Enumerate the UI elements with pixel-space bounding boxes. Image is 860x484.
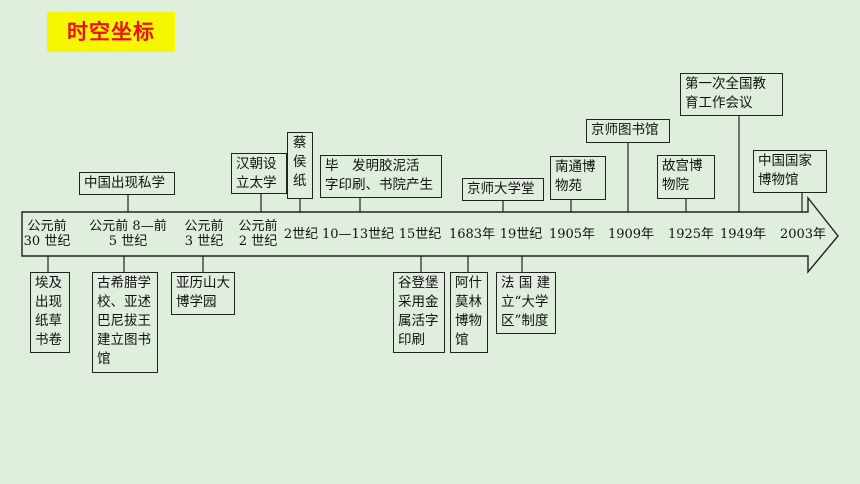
- event-box-above: 中国出现私学: [79, 172, 175, 195]
- event-box-above: 第一次全国教 育工作会议: [680, 73, 783, 116]
- axis-label: 公元前 30 世纪: [23, 219, 71, 249]
- section-title-badge: 时空坐标: [47, 12, 175, 52]
- axis-label: 1925年: [667, 227, 715, 242]
- event-box-above: 京师图书馆: [586, 119, 670, 143]
- event-box-below: 谷登堡 采用金 属活字 印刷: [393, 272, 445, 353]
- axis-label: 19世纪: [499, 227, 543, 242]
- axis-label: 10—13世纪: [322, 227, 395, 242]
- axis-label: 1909年: [607, 227, 655, 242]
- axis-label: 公元前 3 世纪: [184, 219, 224, 249]
- event-box-below: 阿什 莫林 博物 馆: [450, 272, 488, 353]
- timeline-arrow: [21, 195, 839, 274]
- event-box-above: 蔡 侯 纸: [287, 132, 313, 199]
- connector-lines: [47, 116, 803, 272]
- event-box-above: 中国国家 博物馆: [753, 150, 827, 193]
- axis-label: 2003年: [779, 227, 827, 242]
- event-box-above: 故宫博 物院: [657, 155, 715, 199]
- axis-label: 15世纪: [398, 227, 442, 242]
- axis-label: 公元前 2 世纪: [238, 219, 278, 249]
- event-box-below: 亚历山大 博学园: [171, 272, 235, 315]
- axis-label: 2世纪: [283, 227, 319, 242]
- event-box-below: 法 国 建 立“大学 区”制度: [496, 272, 556, 334]
- event-box-below: 埃及 出现 纸草 书卷: [30, 272, 70, 353]
- event-box-above: 南通博 物苑: [550, 156, 606, 200]
- event-box-above: 京师大学堂: [462, 178, 544, 201]
- axis-label: 1683年: [448, 227, 496, 242]
- event-box-above: 毕 发明胶泥活 字印刷、书院产生: [320, 155, 442, 198]
- event-box-above: 汉朝设 立太学: [231, 153, 287, 194]
- axis-label: 公元前 8—前 5 世纪: [89, 219, 167, 249]
- axis-label: 1905年: [548, 227, 596, 242]
- axis-label: 1949年: [719, 227, 767, 242]
- event-box-below: 古希腊学 校、亚述 巴尼拔王 建立图书 馆: [92, 272, 158, 373]
